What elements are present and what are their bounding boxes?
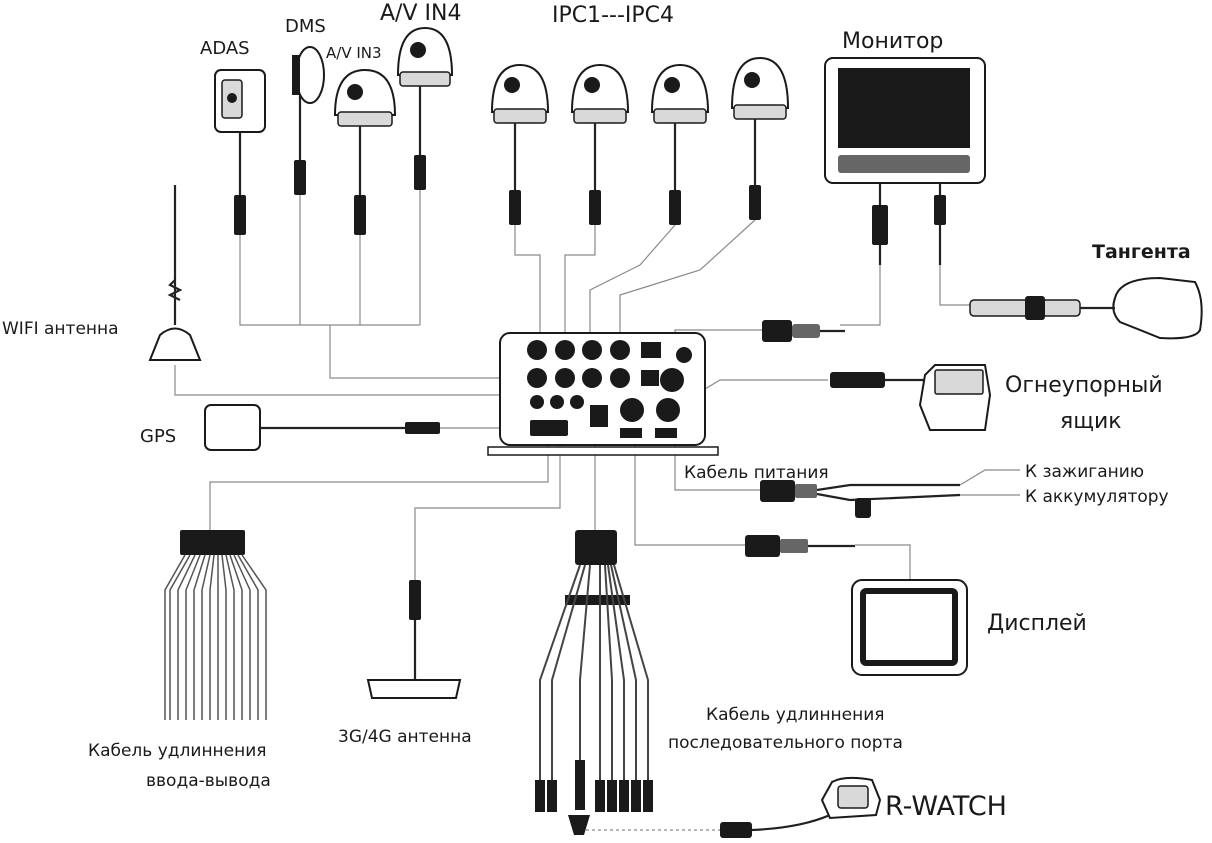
label-serial-cable-1: Кабель удлиннения xyxy=(706,705,885,725)
label-io-cable-1: Кабель удлиннения xyxy=(88,741,267,761)
label-fireproof-1: Огнеупорный xyxy=(1005,373,1163,398)
label-monitor: Монитор xyxy=(842,29,943,54)
label-to-ignition: К зажиганию xyxy=(1025,462,1144,482)
av-in3-camera xyxy=(335,70,395,235)
tangenta-microphone xyxy=(970,278,1202,338)
label-fireproof-2: ящик xyxy=(1060,409,1122,434)
ipc-camera-4 xyxy=(732,58,788,220)
av-in4-camera xyxy=(398,28,452,190)
display-device xyxy=(745,535,967,675)
label-io-cable-2: ввода-вывода xyxy=(146,771,271,791)
gps-module xyxy=(205,405,440,450)
label-av-in3: A/V IN3 xyxy=(326,44,382,62)
label-av-in4: A/V IN4 xyxy=(380,1,461,26)
label-dms: DMS xyxy=(285,16,326,37)
label-antenna-3g4g: 3G/4G антенна xyxy=(338,727,472,747)
ipc-camera-1 xyxy=(492,65,548,225)
wifi-antenna xyxy=(150,185,200,360)
monitor-cable-connector xyxy=(762,320,845,342)
dvr-unit xyxy=(488,333,718,455)
label-to-battery: К аккумулятору xyxy=(1025,487,1169,507)
serial-extension-cable xyxy=(535,530,653,835)
rwatch-device xyxy=(720,778,880,838)
label-display: Дисплей xyxy=(987,611,1087,636)
label-adas: ADAS xyxy=(200,38,250,59)
dms-camera xyxy=(292,47,324,195)
label-serial-cable-2: последовательного порта xyxy=(668,733,903,753)
power-cable xyxy=(760,480,960,518)
label-wifi: WIFI антенна xyxy=(2,319,119,339)
adas-camera xyxy=(215,70,265,235)
label-gps: GPS xyxy=(140,426,176,447)
io-extension-cable xyxy=(165,530,266,720)
antenna-3g4g xyxy=(368,580,460,698)
label-ipc: IPC1---IPC4 xyxy=(552,3,674,28)
fireproof-box xyxy=(830,365,990,430)
label-rwatch: R-WATCH xyxy=(885,791,1007,822)
label-tangenta: Тангента xyxy=(1092,241,1191,263)
monitor-device xyxy=(825,58,985,265)
label-power-cable: Кабель питания xyxy=(684,463,829,483)
ipc-camera-2 xyxy=(572,65,628,225)
ipc-camera-3 xyxy=(652,65,708,225)
